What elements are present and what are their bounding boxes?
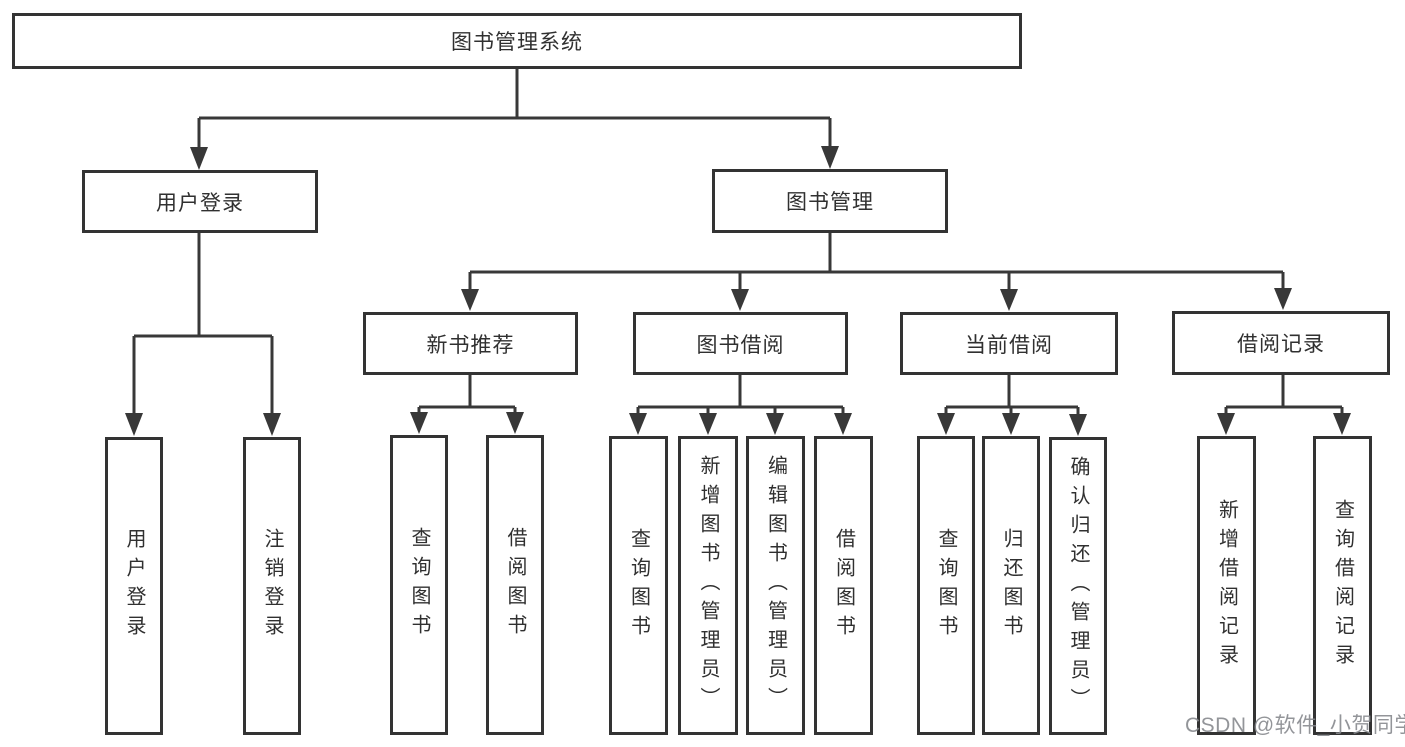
- node-logout: 注销登录: [243, 437, 301, 735]
- node-login: 用户登录: [105, 437, 163, 735]
- node-book-management: 图书管理: [712, 169, 948, 233]
- node-nbr-borrow-books: 借阅图书: [486, 435, 544, 735]
- node-new-book-recommend: 新书推荐: [363, 312, 578, 375]
- node-book-borrowing: 图书借阅: [633, 312, 848, 375]
- node-bb-borrow-books: 借阅图书: [814, 436, 873, 735]
- node-nbr-query-books: 查询图书: [390, 435, 448, 735]
- watermark-text: CSDN @软件_小贺同学: [1185, 714, 1405, 737]
- node-user-login: 用户登录: [82, 170, 318, 233]
- node-bb-query-books: 查询图书: [609, 436, 668, 735]
- node-br-query-record: 查询借阅记录: [1313, 436, 1372, 735]
- node-current-borrowing: 当前借阅: [900, 312, 1118, 375]
- node-cb-confirm-return-admin: 确认归还（管理员）: [1049, 437, 1107, 735]
- node-borrowing-records: 借阅记录: [1172, 311, 1390, 375]
- node-cb-return-books: 归还图书: [982, 436, 1040, 735]
- node-br-add-record: 新增借阅记录: [1197, 436, 1256, 735]
- node-bb-add-books-admin: 新增图书（管理员）: [678, 436, 738, 735]
- node-cb-query-books: 查询图书: [917, 436, 975, 735]
- node-bb-edit-books-admin: 编辑图书（管理员）: [746, 436, 805, 735]
- node-root-system: 图书管理系统: [12, 13, 1022, 69]
